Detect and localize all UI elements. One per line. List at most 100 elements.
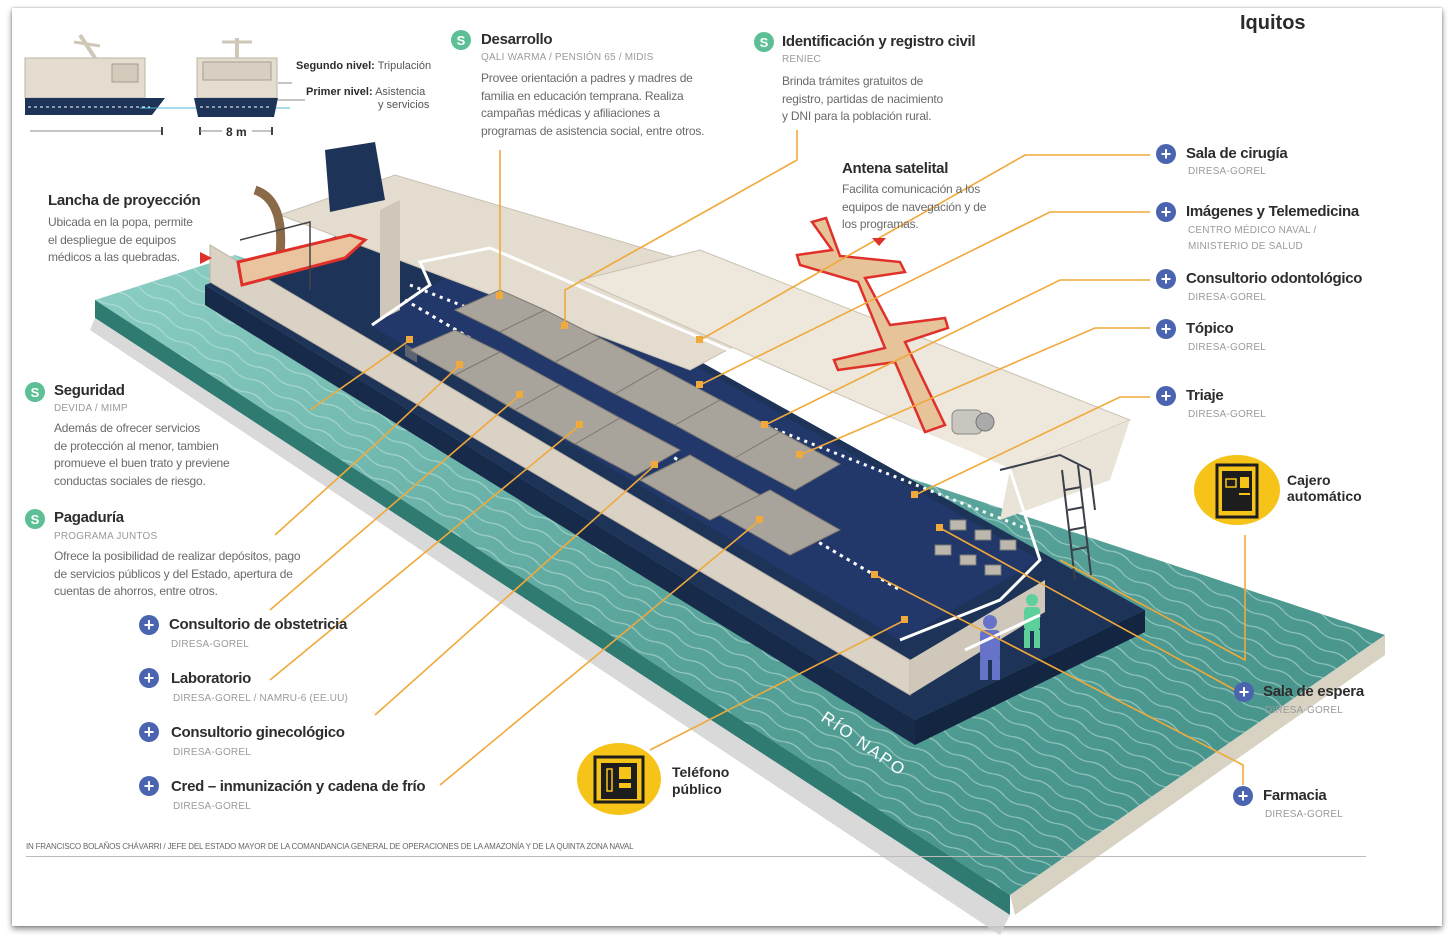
desc-line: programas de asistencia social, entre ot… xyxy=(481,123,705,138)
feature-description: Facilita comunicación a los equipos de n… xyxy=(842,181,1022,234)
feature-description: Ubicada en la popa, permite el despliegu… xyxy=(48,214,218,267)
health-org: DIRESA-GOREL xyxy=(1188,342,1266,353)
antena-pointer-icon xyxy=(872,238,886,246)
service-title: Desarrollo xyxy=(481,31,553,48)
lancha-pointer-icon xyxy=(200,252,212,264)
health-title: Sala de cirugía xyxy=(1186,145,1288,162)
ladder xyxy=(999,453,1096,581)
desc-line: médicos a las quebradas. xyxy=(48,250,180,264)
desc-line: Además de ofrecer servicios xyxy=(54,421,200,435)
health-title: Laboratorio xyxy=(171,670,252,687)
desc-line: Facilita comunicación a los xyxy=(842,182,980,196)
health-org: DIRESA-GOREL xyxy=(173,747,251,758)
footer-rule xyxy=(26,856,1366,857)
atm-label-line1: Cajero xyxy=(1287,472,1331,488)
service-description: Ofrece la posibilidad de realizar depósi… xyxy=(54,548,354,601)
atm-glyph-icon xyxy=(1215,463,1259,519)
desc-line: y DNI para la población rural. xyxy=(782,109,932,123)
service-description: Además de ofrecer servicios de protecció… xyxy=(54,420,294,490)
desc-line: el despliegue de equipos xyxy=(48,232,176,247)
second-level-key: Segundo nivel: xyxy=(296,60,375,72)
health-title: Consultorio odontológico xyxy=(1186,270,1363,287)
service-org: PROGRAMA JUNTOS xyxy=(54,531,158,542)
plus-badge-icon: + xyxy=(1156,386,1176,406)
source-credit: IN FRANCISCO BOLAÑOS CHÁVARRI / JEFE DEL… xyxy=(26,842,634,851)
desc-line: promueve el buen trato y previene xyxy=(54,456,230,470)
health-org: DIRESA-GOREL xyxy=(1265,809,1343,820)
health-org-line2: MINISTERIO DE SALUD xyxy=(1188,241,1303,252)
desc-line: Ofrece la posibilidad de realizar depósi… xyxy=(54,549,301,563)
desc-line: campañas médicas y afiliaciones a xyxy=(481,106,660,120)
health-org: DIRESA-GOREL xyxy=(173,801,251,812)
health-title: Tópico xyxy=(1186,320,1234,337)
desc-line: cuentas de ahorros, entre otros. xyxy=(54,584,218,598)
service-description: Provee orientación a padres y madres de … xyxy=(481,70,751,140)
desc-line: de protección al menor, tambien xyxy=(54,438,219,453)
health-title: Cred – inmunización y cadena de frío xyxy=(171,778,426,795)
plus-badge-icon: + xyxy=(1156,319,1176,339)
desc-line: Brinda trámites gratuitos de xyxy=(782,74,924,88)
desc-line: equipos de navegación y de xyxy=(842,199,987,214)
service-badge-icon: S xyxy=(25,382,45,402)
satellite-dome xyxy=(951,409,995,435)
service-badge-icon: S xyxy=(754,32,774,52)
front-profile-view xyxy=(194,38,305,135)
health-title: Consultorio de obstetricia xyxy=(169,616,348,633)
plus-badge-icon: + xyxy=(139,776,159,796)
phone-glyph-icon xyxy=(593,755,645,804)
plus-badge-icon: + xyxy=(1156,269,1176,289)
first-level-value: Asistencia xyxy=(375,86,426,98)
leader-line-endpoints xyxy=(406,292,943,623)
public-phone-icon xyxy=(577,743,661,815)
service-badge-icon: S xyxy=(25,509,45,529)
health-org: CENTRO MÉDICO NAVAL / xyxy=(1188,225,1317,236)
cutaway-outline xyxy=(371,246,1042,642)
health-org: DIRESA-GOREL / NAMRU-6 (EE.UU) xyxy=(173,693,349,704)
health-org: DIRESA-GOREL xyxy=(1188,292,1266,303)
satellite-antenna xyxy=(795,216,950,434)
health-org: DIRESA-GOREL xyxy=(171,639,249,650)
width-dimension-label: 8 m xyxy=(226,125,247,139)
plus-badge-icon: + xyxy=(139,668,159,688)
phone-label-line1: Teléfono xyxy=(672,764,730,780)
health-org: DIRESA-GOREL xyxy=(1265,705,1343,716)
health-title: Farmacia xyxy=(1263,787,1327,804)
health-title: Triaje xyxy=(1186,387,1224,404)
plus-badge-icon: + xyxy=(139,722,159,742)
desc-line: los programas. xyxy=(842,217,919,231)
desc-line: familia en educación temprana. Realiza xyxy=(481,88,684,103)
desc-line: Provee orientación a padres y madres de xyxy=(481,71,693,85)
feature-title: Lancha de proyección xyxy=(48,192,201,209)
plus-badge-icon: + xyxy=(1156,202,1176,222)
feature-title: Antena satelital xyxy=(842,160,949,177)
health-title: Sala de espera xyxy=(1263,683,1364,700)
leader-lines xyxy=(269,130,1246,786)
service-title: Pagaduría xyxy=(54,509,124,526)
side-profile-view xyxy=(24,33,290,135)
health-org: DIRESA-GOREL xyxy=(1188,166,1266,177)
first-level-label: Primer nivel: Asistencia xyxy=(306,86,425,98)
service-description: Brinda trámites gratuitos de registro, p… xyxy=(782,73,1002,126)
atm-label-line2: automático xyxy=(1287,488,1362,504)
service-org: RENIEC xyxy=(782,54,821,65)
waiting-area-chairs xyxy=(934,519,1017,576)
desc-line: registro, partidas de nacimiento xyxy=(782,91,944,106)
health-org: DIRESA-GOREL xyxy=(1188,409,1266,420)
first-level-key: Primer nivel: xyxy=(306,86,373,98)
plus-badge-icon: + xyxy=(1233,786,1253,806)
health-title: Imágenes y Telemedicina xyxy=(1186,203,1359,220)
health-title: Consultorio ginecológico xyxy=(171,724,345,741)
service-title: Identificación y registro civil xyxy=(782,33,976,50)
atm-label: Cajero automático xyxy=(1287,472,1362,504)
service-badge-icon: S xyxy=(451,30,471,50)
atm-icon xyxy=(1194,455,1280,525)
service-org: QALI WARMA / PENSIÓN 65 / MIDIS xyxy=(481,52,654,63)
second-level-label: Segundo nivel: Tripulación xyxy=(296,60,431,72)
first-level-value-line2: y servicios xyxy=(378,99,430,111)
desc-line: conductas sociales de riesgo. xyxy=(54,473,206,488)
phone-label: Teléfono público xyxy=(672,764,729,798)
plus-badge-icon: + xyxy=(1234,682,1254,702)
desc-line: Ubicada en la popa, permite xyxy=(48,215,193,229)
service-title: Seguridad xyxy=(54,382,125,399)
projection-launch-boat xyxy=(236,185,368,290)
